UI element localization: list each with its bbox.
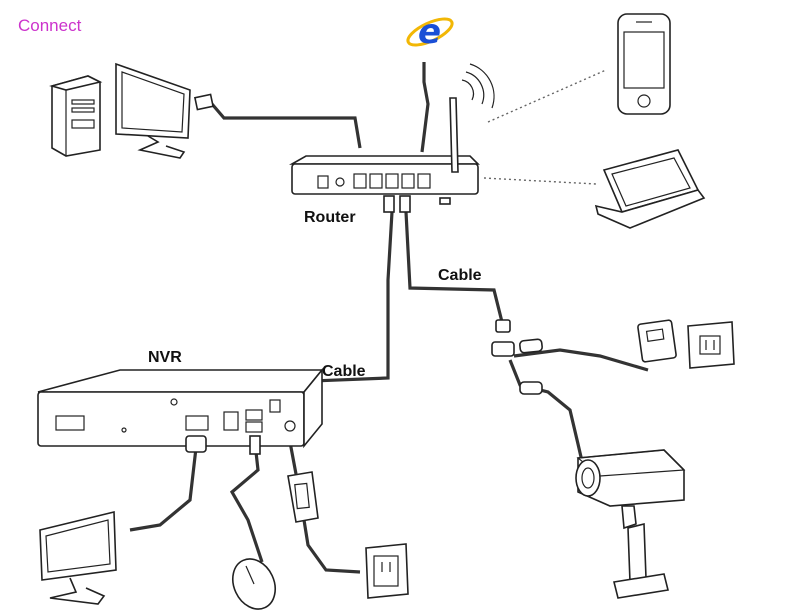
usb-plug — [249, 435, 261, 455]
mouse — [232, 558, 276, 610]
router — [288, 97, 480, 213]
nvr-lan-port — [223, 411, 239, 431]
vga-plug — [185, 435, 207, 453]
smartphone — [617, 13, 671, 115]
nvr-usb-port-1 — [245, 409, 263, 421]
nvr-label: NVR — [148, 349, 182, 366]
pc-monitor — [115, 62, 191, 159]
pc-router-cable — [210, 102, 362, 149]
camera-power-adapter — [637, 319, 677, 363]
camera-power-cable — [513, 348, 649, 372]
router-reset-button — [335, 177, 345, 187]
nvr-power-adapter — [287, 471, 319, 523]
router-port-2 — [369, 173, 383, 189]
nvr-usb-port-2 — [245, 421, 263, 433]
nvr-power-switch — [269, 399, 281, 413]
nvr-wall-socket — [365, 543, 409, 599]
router-antenna — [449, 97, 459, 173]
router-wan-port — [417, 173, 431, 189]
router-port-1 — [353, 173, 367, 189]
nvr-monitor-cable — [129, 447, 198, 532]
wireless-link-phone — [487, 69, 607, 123]
camera-cable-connectors — [491, 319, 543, 395]
nvr-cable-label: Cable — [322, 363, 366, 380]
svg-text:e: e — [418, 12, 441, 52]
wifi-signal-icon — [461, 63, 495, 109]
pc-network-plug — [193, 93, 215, 111]
pc-tower — [49, 75, 103, 157]
wireless-link-laptop — [483, 177, 597, 185]
router-port-4 — [401, 173, 415, 189]
laptop — [594, 149, 706, 229]
camera-wall-socket — [687, 321, 735, 369]
router-camera-cable — [404, 211, 506, 331]
diagram-title: Connect — [18, 16, 82, 35]
bullet-camera — [575, 449, 686, 599]
desktop-pc — [49, 62, 215, 159]
nvr-monitor — [39, 510, 117, 605]
camera-mount-arm — [621, 505, 637, 530]
nvr — [37, 367, 324, 449]
adapter-socket-cable — [302, 519, 361, 574]
nvr-dc-input — [284, 420, 296, 432]
router-power-port — [317, 175, 329, 189]
router-port-3 — [385, 173, 399, 189]
internet-router-cable — [420, 62, 430, 153]
camera-cable-label: Cable — [438, 267, 482, 284]
cables — [129, 62, 649, 574]
nvr-terminal-block — [55, 415, 85, 431]
nvr-adapter-cable — [288, 441, 298, 475]
nvr-mouse-cable — [229, 451, 264, 563]
internet-explorer-icon: e — [406, 12, 454, 52]
nvr-vga-port — [185, 415, 209, 431]
router-label: Router — [304, 209, 356, 226]
camera-data-cable — [508, 359, 586, 471]
